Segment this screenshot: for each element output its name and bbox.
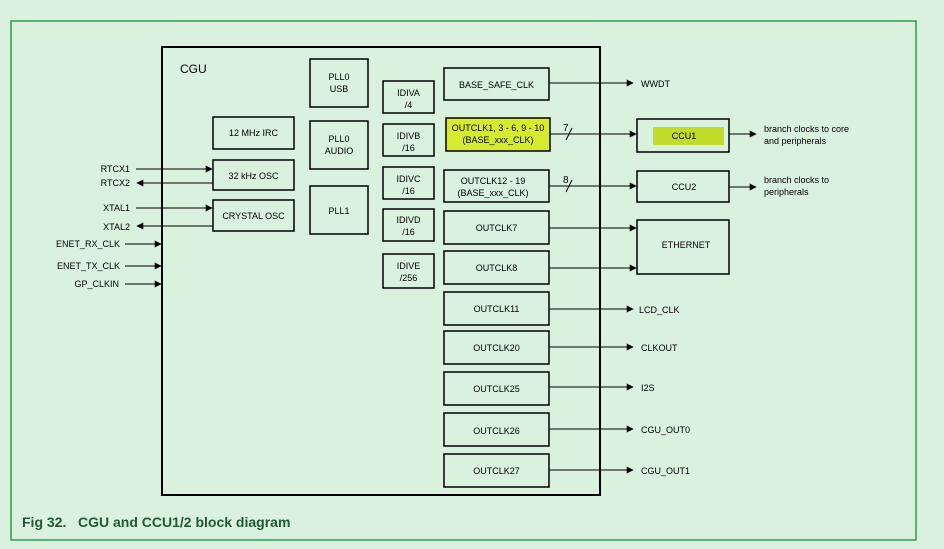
pll0-usb-block: PLL0 USB — [309, 58, 369, 108]
idivc-label-2: /16 — [402, 186, 415, 196]
idivd-block: IDIVD /16 — [382, 208, 435, 242]
idivd-label-1: IDIVD — [396, 215, 421, 225]
outclk27-label: OUTCLK27 — [473, 466, 520, 476]
outclk-group1-label-1: OUTCLK1, 3 - 6, 9 - 10 — [452, 123, 545, 133]
xtal2-label: XTAL2 — [103, 222, 130, 232]
pll0-usb-label-1: PLL0 — [328, 72, 349, 82]
output-connections: WWDT 7 8 LCD_CLK CLKOUT I2S CGU_OUT0 CGU… — [549, 79, 849, 476]
outclk25-label: OUTCLK25 — [473, 384, 520, 394]
idiva-label-2: /4 — [405, 100, 413, 110]
outclk-group1-label-2: (BASE_xxx_CLK) — [462, 135, 533, 145]
outclk-group2-label-2: (BASE_xxx_CLK) — [457, 188, 528, 198]
pll0-usb-label-2: USB — [330, 84, 349, 94]
idive-label-2: /256 — [400, 273, 418, 283]
ccu2-bus-width: 8 — [563, 175, 569, 186]
ccu1-desc-1: branch clocks to core — [764, 124, 849, 134]
ccu2-desc-1: branch clocks to — [764, 175, 829, 185]
osc32-block: 32 kHz OSC — [212, 159, 295, 191]
input-signals: RTCX1 RTCX2 XTAL1 XTAL2 ENET_RX_CLK ENET… — [56, 164, 213, 289]
idivc-label-1: IDIVC — [396, 174, 421, 184]
lcd-clk-label: LCD_CLK — [639, 305, 680, 315]
irc-label: 12 MHz IRC — [229, 128, 279, 138]
enet-tx-label: ENET_TX_CLK — [57, 261, 120, 271]
outclk-group2-label-1: OUTCLK12 - 19 — [461, 176, 526, 186]
ccu1-bus-slash — [565, 127, 573, 141]
outclk-group1-block: OUTCLK1, 3 - 6, 9 - 10 (BASE_xxx_CLK) — [445, 117, 551, 152]
ccu1-highlight — [653, 127, 724, 145]
idive-label-1: IDIVE — [397, 261, 421, 271]
figure-frame — [10, 20, 917, 541]
idivb-block: IDIVB /16 — [382, 123, 435, 157]
ccu1-block: CCU1 — [636, 118, 730, 153]
osc32-label: 32 kHz OSC — [228, 171, 279, 181]
pll0-audio-label-1: PLL0 — [328, 134, 349, 144]
ccu1-label: CCU1 — [672, 131, 697, 141]
ethernet-block: ETHERNET — [636, 219, 730, 275]
idive-block: IDIVE /256 — [382, 253, 435, 289]
cgu-out1-label: CGU_OUT1 — [641, 466, 690, 476]
idiva-label-1: IDIVA — [397, 88, 420, 98]
pll1-block: PLL1 — [309, 185, 369, 235]
ccu2-label: CCU2 — [672, 182, 697, 192]
crystal-osc-block: CRYSTAL OSC — [212, 199, 295, 232]
wwdt-label: WWDT — [641, 79, 670, 89]
pll0-audio-block: PLL0 AUDIO — [309, 120, 369, 170]
base-safe-clk-label: BASE_SAFE_CLK — [459, 80, 534, 90]
ccu1-desc-2: and peripherals — [764, 136, 827, 146]
figure-caption: Fig 32. CGU and CCU1/2 block diagram — [22, 514, 290, 530]
cgu-title: CGU — [180, 62, 207, 76]
xtal1-label: XTAL1 — [103, 203, 130, 213]
pll1-label: PLL1 — [328, 206, 349, 216]
outclk25-block: OUTCLK25 — [443, 371, 550, 406]
i2s-label: I2S — [641, 383, 655, 393]
idiva-block: IDIVA /4 — [382, 80, 435, 114]
irc-block: 12 MHz IRC — [212, 116, 295, 150]
rtcx1-label: RTCX1 — [101, 164, 130, 174]
ccu2-bus-slash — [565, 179, 573, 193]
ccu2-desc-2: peripherals — [764, 187, 809, 197]
outclk7-label: OUTCLK7 — [476, 223, 518, 233]
ccu1-bus-width: 7 — [563, 123, 569, 134]
clkout-label: CLKOUT — [641, 343, 678, 353]
ethernet-label: ETHERNET — [662, 240, 711, 250]
gp-clkin-label: GP_CLKIN — [74, 279, 119, 289]
enet-rx-label: ENET_RX_CLK — [56, 239, 120, 249]
crystal-osc-label: CRYSTAL OSC — [222, 211, 285, 221]
outclk20-label: OUTCLK20 — [473, 343, 520, 353]
cgu-block — [161, 46, 601, 496]
rtcx2-label: RTCX2 — [101, 178, 130, 188]
pll0-audio-label-2: AUDIO — [325, 146, 354, 156]
outclk11-label: OUTCLK11 — [474, 304, 520, 314]
idivd-label-2: /16 — [402, 227, 415, 237]
outclk8-label: OUTCLK8 — [476, 263, 518, 273]
idivb-label-2: /16 — [402, 143, 415, 153]
outclk26-label: OUTCLK26 — [473, 426, 520, 436]
idivc-block: IDIVC /16 — [382, 166, 435, 200]
cgu-out0-label: CGU_OUT0 — [641, 425, 690, 435]
base-safe-clk-block: BASE_SAFE_CLK — [443, 67, 550, 101]
idivb-label-1: IDIVB — [397, 131, 421, 141]
